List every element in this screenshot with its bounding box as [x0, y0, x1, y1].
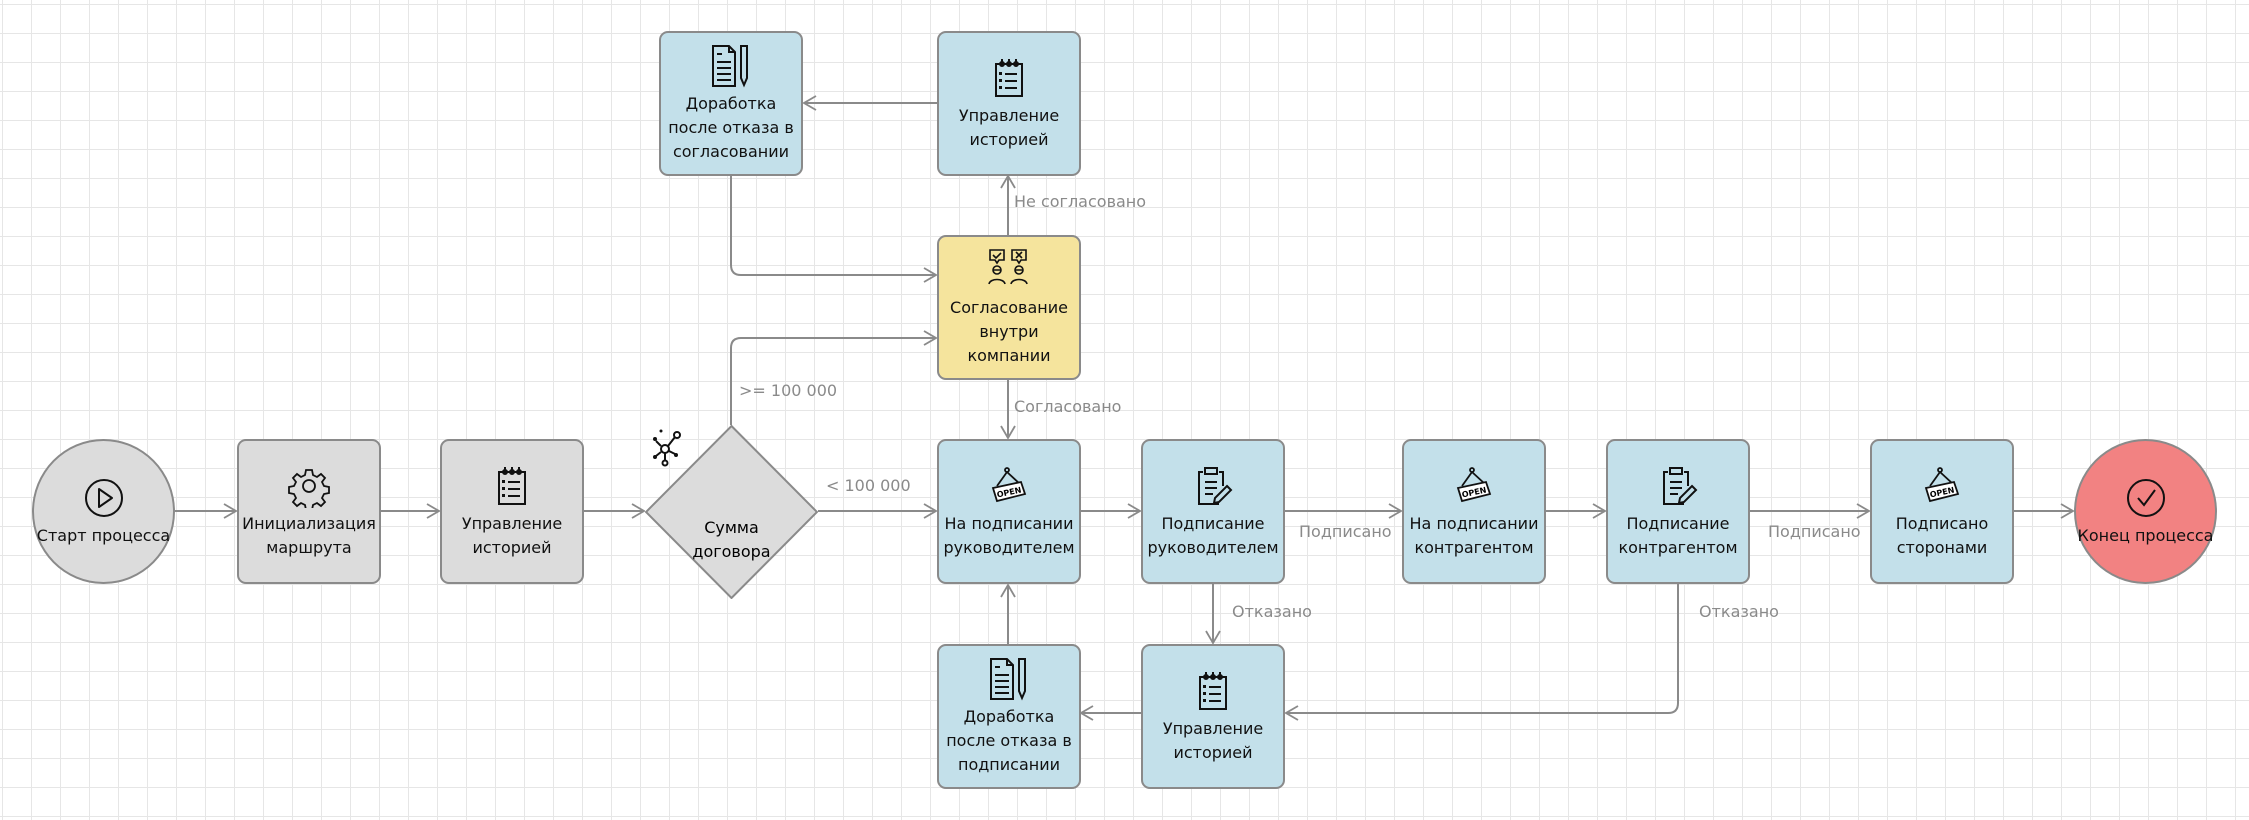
open-sign-icon [1920, 464, 1964, 508]
play-icon [82, 476, 126, 520]
task-pending-counterparty-signature[interactable]: На подписании контрагентом [1402, 439, 1546, 584]
node-label: На подписании [1409, 513, 1539, 533]
node-label: подписании [957, 754, 1061, 774]
open-sign-icon [1452, 464, 1496, 508]
node-label: контрагентом [1618, 537, 1738, 557]
task-counterparty-signing[interactable]: Подписание контрагентом [1606, 439, 1750, 584]
node-label: согласовании [672, 141, 790, 161]
end-event[interactable]: Конец процесса [2074, 439, 2217, 584]
edge-label-ge-100k: >= 100 000 [739, 381, 838, 400]
start-event[interactable]: Старт процесса [32, 439, 175, 584]
task-rework-after-approval-refusal[interactable]: Доработка после отказа в согласовании [659, 31, 803, 176]
check-icon [2124, 476, 2168, 520]
edge-label-refused: Отказано [1232, 602, 1312, 621]
approval-icon [987, 248, 1031, 292]
edge-label-approved: Согласовано [1014, 397, 1122, 416]
node-label: Согласование [950, 297, 1068, 317]
task-rework-after-signing-refusal[interactable]: Доработка после отказа в подписании [937, 644, 1081, 789]
node-label: На подписании [944, 513, 1074, 533]
node-label: историей [969, 129, 1049, 149]
edge-amount-approval [730, 338, 936, 425]
task-history-management-bottom[interactable]: Управление историей [1141, 644, 1285, 789]
node-label: Подписание [1626, 513, 1730, 533]
node-label: Управление [958, 105, 1060, 125]
gateway-contract-amount[interactable]: Сумма договора [645, 425, 818, 599]
edge-rework-approval [730, 175, 936, 275]
node-label: руководителем [1147, 537, 1279, 557]
edge-label-not-approved: Не согласовано [1014, 192, 1147, 211]
network-icon [710, 468, 754, 512]
node-label: внутри [979, 321, 1039, 341]
task-head-signing[interactable]: Подписание руководителем [1141, 439, 1285, 584]
task-history-management-top[interactable]: Управление историей [937, 31, 1081, 176]
task-route-init[interactable]: Инициализация маршрута [237, 439, 381, 584]
node-label: Старт процесса [36, 525, 171, 545]
notepad-icon [987, 56, 1031, 100]
document-pen-icon [987, 657, 1031, 701]
task-internal-approval[interactable]: Согласование внутри компании [937, 235, 1081, 380]
edge-label-signed: Подписано [1299, 522, 1392, 541]
notepad-icon [1191, 669, 1235, 713]
clipboard-pen-icon [1191, 464, 1235, 508]
node-label: маршрута [266, 537, 352, 557]
clipboard-pen-icon [1656, 464, 1700, 508]
gear-icon [287, 464, 331, 508]
node-label: Управление [461, 513, 563, 533]
node-label: контрагентом [1414, 537, 1534, 557]
node-label: после отказа в [946, 730, 1072, 750]
node-label: историей [1173, 742, 1253, 762]
notepad-icon [490, 464, 534, 508]
node-label: Доработка [963, 706, 1055, 726]
node-label: историей [472, 537, 552, 557]
node-label: договора [692, 542, 771, 561]
task-history-management[interactable]: Управление историей [440, 439, 584, 584]
task-signed-by-parties[interactable]: Подписано сторонами [1870, 439, 2014, 584]
node-label: Управление [1162, 718, 1264, 738]
edge-label-refused: Отказано [1699, 602, 1779, 621]
edge-label-lt-100k: < 100 000 [826, 476, 911, 495]
node-label: после отказа в [668, 117, 794, 137]
node-label: руководителем [943, 537, 1075, 557]
node-label: Подписание [1161, 513, 1265, 533]
document-pen-icon [709, 44, 753, 88]
open-sign-icon [987, 464, 1031, 508]
node-label: Сумма [704, 518, 759, 537]
node-label: Доработка [685, 93, 777, 113]
node-label: Конец процесса [2077, 525, 2214, 545]
node-label: Инициализация [242, 513, 376, 533]
node-label: сторонами [1896, 537, 1988, 557]
task-pending-head-signature[interactable]: На подписании руководителем [937, 439, 1081, 584]
node-label: Подписано [1895, 513, 1989, 533]
edge-label-signed: Подписано [1768, 522, 1861, 541]
node-label: компании [967, 345, 1051, 365]
edge-sign-counter-history-bottom [1286, 584, 1679, 713]
